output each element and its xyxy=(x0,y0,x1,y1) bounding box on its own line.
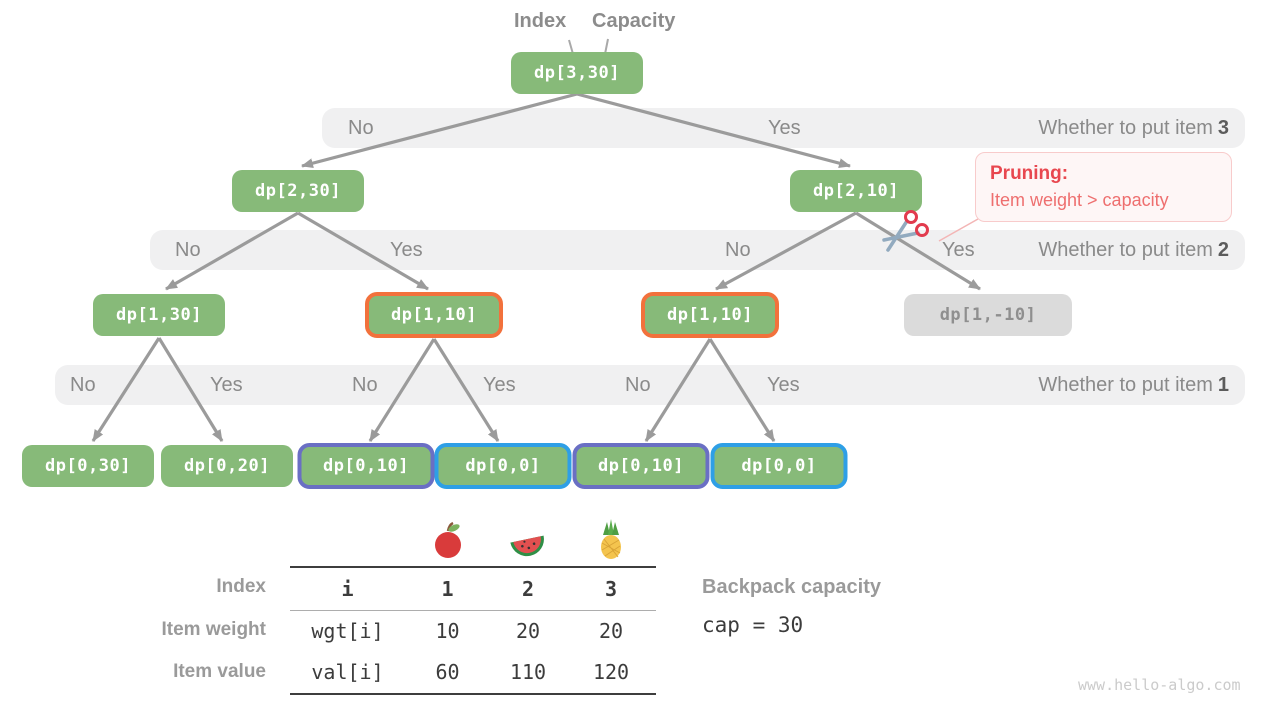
band-label-yes: Yes xyxy=(942,239,975,261)
backpack-capacity-value: cap = 30 xyxy=(702,613,804,637)
dp-node: dp[2,30] xyxy=(232,170,364,212)
band-label-yes: Yes xyxy=(483,374,516,396)
table-cell: 110 xyxy=(490,651,566,695)
band-label-no: No xyxy=(725,239,751,261)
table-cell: 20 xyxy=(490,610,566,651)
band-label-no: No xyxy=(352,374,378,396)
band-label-yes: Yes xyxy=(210,374,243,396)
pineapple-icon xyxy=(566,512,656,566)
table-cell: i xyxy=(290,566,405,610)
table-cell: 3 xyxy=(566,566,656,610)
watermelon-icon xyxy=(490,512,566,566)
dp-node-highlighted: dp[1,10] xyxy=(641,292,779,338)
band-label-yes: Yes xyxy=(390,239,423,261)
row-header: Item weight xyxy=(161,619,266,640)
pruning-callout: Pruning: Item weight > capacity xyxy=(975,152,1232,222)
items-table: Index i 1 2 3 Item weight wgt[i] 10 20 2… xyxy=(0,512,656,695)
dp-node-root: dp[3,30] xyxy=(511,52,643,94)
table-cell: 120 xyxy=(566,651,656,695)
table-cell: val[i] xyxy=(290,651,405,695)
band-label-no: No xyxy=(625,374,651,396)
pruning-body: Item weight > capacity xyxy=(990,190,1169,210)
table-cell: 60 xyxy=(405,651,490,695)
capacity-pointer-label: Capacity xyxy=(592,10,676,32)
watermark: www.hello-algo.com xyxy=(1078,676,1241,694)
band-label-no: No xyxy=(70,374,96,396)
scissors-icon xyxy=(882,210,929,252)
pruning-title: Pruning: xyxy=(990,163,1069,184)
table-cell: 2 xyxy=(490,566,566,610)
dp-node: dp[2,10] xyxy=(790,170,922,212)
table-cell: 20 xyxy=(566,610,656,651)
index-pointer-label: Index xyxy=(514,10,567,32)
dp-node-overlap: dp[0,0] xyxy=(710,443,848,489)
row-header: Item value xyxy=(173,661,266,682)
band-label-no: No xyxy=(348,117,374,139)
band-label-no: No xyxy=(175,239,201,261)
dp-node-overlap: dp[0,10] xyxy=(297,443,435,489)
band-label-yes: Yes xyxy=(767,374,800,396)
decision-band-item-1: No Yes No Yes No Yes Whether to put item… xyxy=(55,365,1245,405)
apple-icon xyxy=(405,512,490,566)
dp-node-pruned: dp[1,-10] xyxy=(904,294,1072,336)
band-label-yes: Yes xyxy=(768,117,801,139)
table-cell: 1 xyxy=(405,566,490,610)
dp-node-overlap: dp[0,10] xyxy=(572,443,710,489)
table-cell: 10 xyxy=(405,610,490,651)
backpack-capacity-label: Backpack capacity xyxy=(702,576,882,598)
table-cell: wgt[i] xyxy=(290,610,405,651)
dp-node: dp[0,20] xyxy=(161,445,293,487)
dp-node: dp[0,30] xyxy=(22,445,154,487)
row-header: Index xyxy=(216,576,266,597)
dp-node: dp[1,30] xyxy=(93,294,225,336)
dp-node-highlighted: dp[1,10] xyxy=(365,292,503,338)
dp-node-overlap: dp[0,0] xyxy=(434,443,572,489)
